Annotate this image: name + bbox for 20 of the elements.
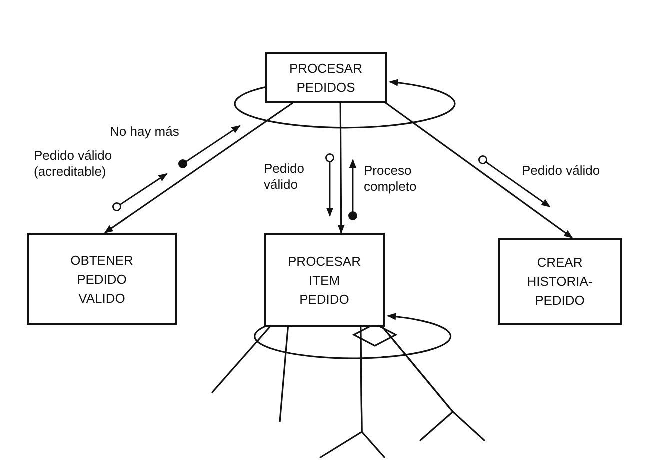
connector-line xyxy=(211,326,271,394)
module-name: PROCESAR ITEM PEDIDO xyxy=(287,252,362,308)
connector-line xyxy=(382,326,486,442)
connector-line xyxy=(279,326,289,422)
data-couple-label: Proceso completo xyxy=(364,163,418,195)
arrow xyxy=(338,103,345,234)
module-box xyxy=(498,238,622,325)
data-couple-label: No hay más xyxy=(110,124,180,140)
module-name: OBTENER PEDIDO VALIDO xyxy=(70,252,134,308)
data-couple-label: Pedido válido (acreditable) xyxy=(34,148,114,180)
arrow xyxy=(385,102,574,239)
module-name: PROCESAR PEDIDOS xyxy=(288,60,364,96)
module-box xyxy=(27,233,177,325)
data-couple-label: Pedido válido xyxy=(264,161,306,193)
module-name: CREAR HISTORIA-PEDIDO xyxy=(526,254,594,310)
arrow xyxy=(104,102,294,234)
module-box xyxy=(264,233,385,327)
module-box xyxy=(265,52,387,103)
connector-line xyxy=(360,327,386,459)
data-couple-label: Pedido válido xyxy=(522,163,602,179)
